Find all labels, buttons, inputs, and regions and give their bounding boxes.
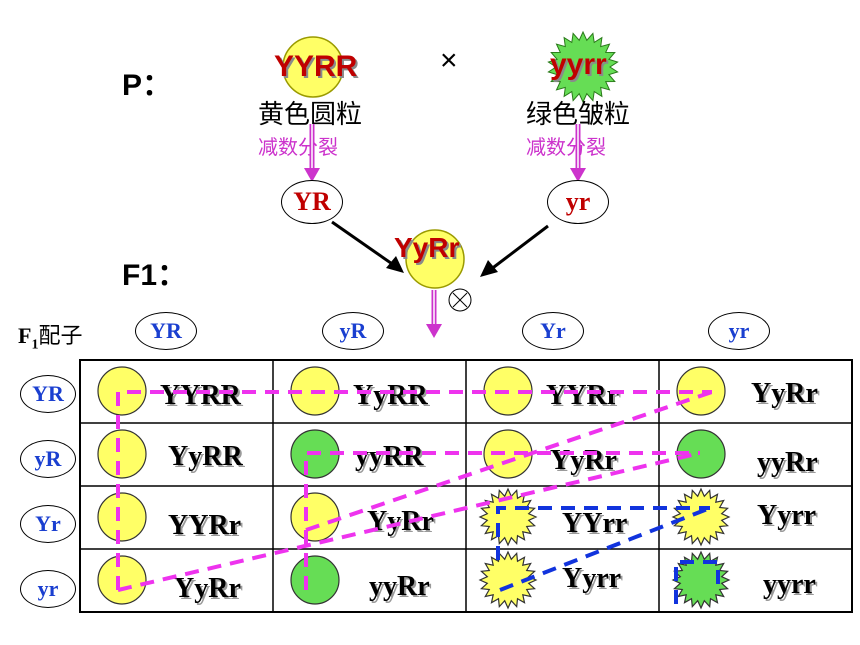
round-seed-icon [97, 492, 147, 542]
parent-right-meiosis-label: 减数分裂 [526, 135, 606, 159]
gamete-to-f1-arrow-left [331, 220, 404, 273]
self-cross-icon [448, 288, 472, 312]
column-gamete-label: yr [728, 318, 750, 343]
parent-left-gamete: YR [281, 180, 343, 224]
round-seed-icon [97, 555, 147, 605]
wrinkled-seed-icon [671, 487, 731, 547]
round-seed-icon [97, 366, 147, 416]
round-seed-icon [290, 429, 340, 479]
round-seed-icon [290, 366, 340, 416]
column-gamete-label: YR [150, 318, 182, 343]
cross-symbol: × [440, 44, 458, 77]
f1-gametes-label: F1配子 [18, 318, 82, 353]
parent-right-gamete: yr [547, 180, 609, 224]
round-seed-icon [290, 555, 340, 605]
punnett-cell-genotype: YyRR [353, 380, 428, 411]
f1-gametes-label-rest: 配子 [38, 324, 83, 349]
column-gamete-0: YR [135, 312, 197, 350]
meiosis-arrow-right [570, 124, 586, 182]
punnett-cell-genotype: YyRr [174, 573, 241, 604]
round-seed-icon [676, 429, 726, 479]
f1-generation-label: F1： [122, 259, 188, 292]
column-gamete-label: yR [339, 318, 367, 343]
row-gamete-1: yR [20, 440, 76, 478]
punnett-cell-genotype: YyRr [550, 445, 617, 476]
punnett-cell-genotype: YyRr [367, 506, 434, 537]
selfing-arrow [426, 290, 442, 338]
punnett-cell-genotype: yyrr [763, 569, 816, 600]
punnett-cell-genotype: YyRR [168, 441, 243, 472]
meiosis-arrow-left [304, 124, 320, 182]
row-gamete-label: yR [34, 446, 62, 471]
f1-gametes-label-sub: 1 [31, 337, 39, 353]
parent-left-meiosis-label: 减数分裂 [258, 135, 338, 159]
column-gamete-label: Yr [540, 318, 566, 343]
row-gamete-3: yr [20, 570, 76, 608]
parent-right-gamete-label: yr [565, 187, 591, 216]
wrinkled-seed-icon [671, 550, 731, 610]
row-gamete-0: YR [20, 375, 76, 413]
row-gamete-label: yr [37, 576, 59, 601]
column-gamete-1: yR [322, 312, 384, 350]
parent-left-genotype: YYRR [274, 50, 358, 83]
punnett-cell-genotype: YYRR [160, 380, 241, 411]
row-gamete-2: Yr [20, 505, 76, 543]
parent-right-genotype: yyrr [550, 48, 607, 81]
yellow-round-seed-icon [282, 36, 344, 98]
punnett-cell-genotype: Yyrr [562, 563, 622, 594]
wrinkled-seed-icon [478, 487, 538, 547]
round-seed-icon [483, 429, 533, 479]
punnett-cell-genotype: YYRr [546, 380, 620, 411]
round-seed-icon [290, 492, 340, 542]
parent-left-gamete-label: YR [293, 187, 331, 216]
round-seed-icon [483, 366, 533, 416]
wrinkled-seed-icon [478, 550, 538, 610]
column-gamete-3: yr [708, 312, 770, 350]
punnett-cell-genotype: yyRR [355, 441, 424, 472]
p-generation-label: P： [122, 69, 173, 102]
row-gamete-label: Yr [35, 511, 61, 536]
punnett-cell-genotype: YyRr [751, 378, 818, 409]
row-gamete-label: YR [32, 381, 64, 406]
punnett-cell-genotype: yyRr [757, 447, 818, 478]
round-seed-icon [97, 429, 147, 479]
f1-genotype: YyRr [394, 232, 460, 263]
column-gamete-2: Yr [522, 312, 584, 350]
punnett-cell-genotype: Yyrr [757, 500, 817, 531]
punnett-cell-genotype: yyRr [369, 571, 430, 602]
green-wrinkled-seed-icon [547, 30, 619, 104]
gamete-to-f1-arrow-right [480, 224, 549, 277]
round-seed-icon [676, 366, 726, 416]
f1-gametes-label-main: F [18, 323, 32, 348]
punnett-cell-genotype: YYRr [168, 510, 242, 541]
punnett-cell-genotype: YYrr [562, 508, 628, 539]
f1-yellow-round-seed-icon [405, 229, 465, 289]
